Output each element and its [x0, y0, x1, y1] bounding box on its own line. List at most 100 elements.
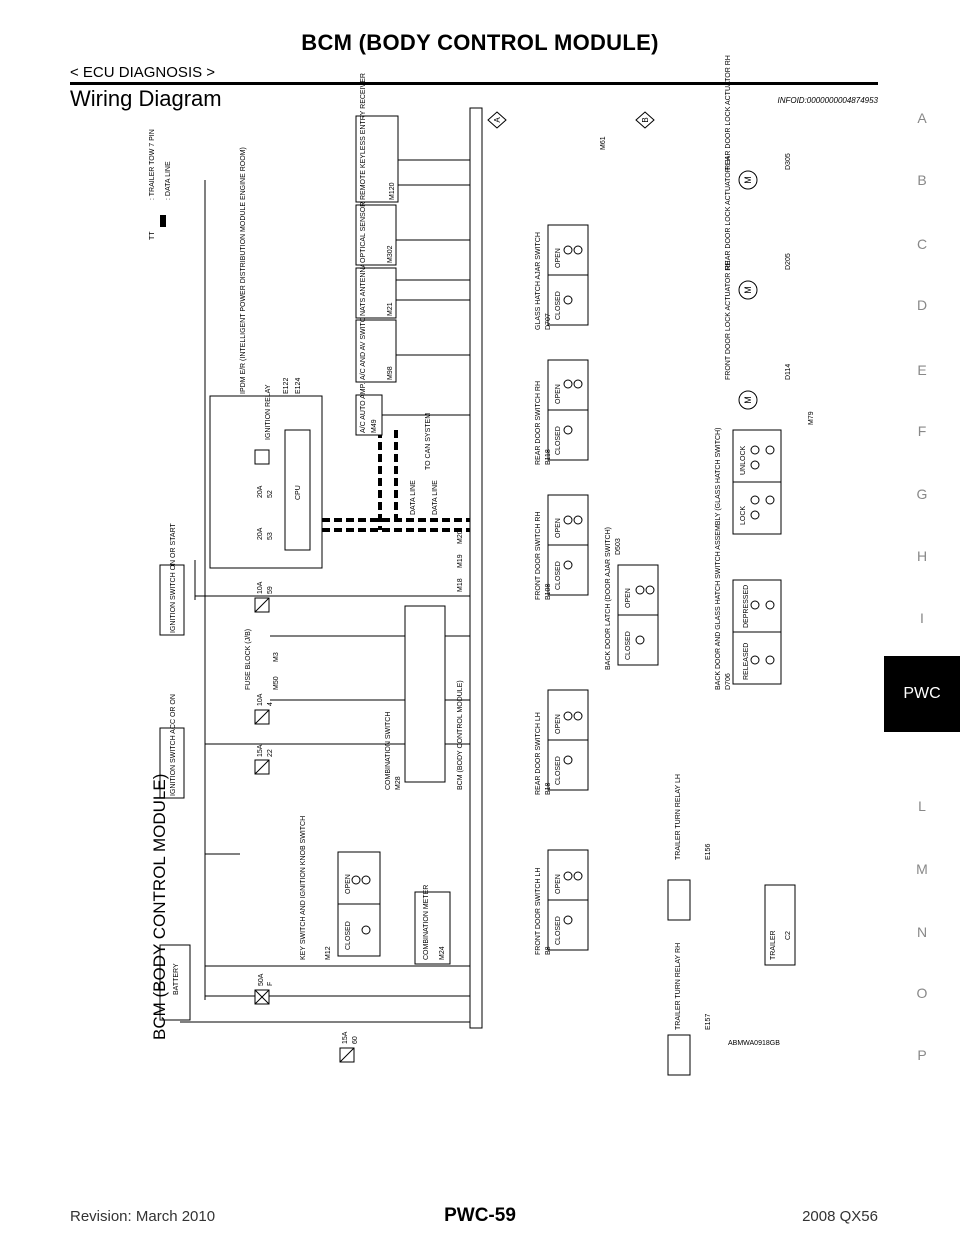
key-switch-conn: M12 [325, 946, 332, 960]
svg-text:CLOSED: CLOSED [555, 756, 562, 785]
side-letter-e: E [917, 362, 927, 378]
fuse-10a-4-id: 4 [267, 702, 274, 706]
back-door-glass-hatch-assembly: BACK DOOR AND GLASS HATCH SWITCH ASSEMBL… [715, 428, 782, 690]
svg-text:TRAILER: TRAILER [770, 930, 777, 960]
svg-text:REAR DOOR SWITCH RH: REAR DOOR SWITCH RH [535, 381, 542, 465]
svg-text:OPEN: OPEN [555, 874, 562, 894]
svg-text:RELEASED: RELEASED [743, 643, 750, 680]
svg-text:CLOSED: CLOSED [555, 291, 562, 320]
svg-text:D205: D205 [785, 253, 792, 270]
combination-meter-label: COMBINATION METER [423, 885, 430, 960]
side-letter-m: M [916, 861, 928, 877]
ignition-acc-box [159, 727, 185, 799]
remote-keyless-conn: M120 [389, 182, 396, 200]
ignition-on-label: IGNITION SWITCH ON OR START [170, 522, 177, 633]
side-letter-h: H [916, 548, 928, 564]
rear-door-switch-lh: REAR DOOR SWITCH LH B18 CLOSED OPEN [535, 689, 589, 795]
glass-hatch-switch: GLASS HATCH AJAR SWITCH D707 CLOSED OPEN [535, 224, 589, 330]
svg-text:E156: E156 [705, 844, 712, 860]
marker-a: A [487, 111, 507, 129]
svg-text:D305: D305 [785, 153, 792, 170]
info-id: INFOID:0000000004874953 [777, 96, 878, 105]
trailer-turn-relay-rh: TRAILER TURN RELAY RH E157 [667, 943, 712, 1076]
svg-text:B: B [641, 117, 650, 122]
optical-sensor-label: OPTICAL SENSOR [360, 202, 367, 263]
rear-door-switch-rh: REAR DOOR SWITCH RH B118 CLOSED OPEN [535, 359, 589, 465]
svg-text:REAR DOOR LOCK ACTUATOR RH: REAR DOOR LOCK ACTUATOR RH [725, 55, 732, 170]
svg-text:TRAILER TURN RELAY RH: TRAILER TURN RELAY RH [675, 943, 682, 1030]
fuse-10a-59-label: 10A [257, 581, 264, 594]
svg-text:B8: B8 [545, 946, 552, 955]
ipdm-cpu [284, 429, 311, 551]
svg-text:GLASS HATCH AJAR SWITCH: GLASS HATCH AJAR SWITCH [535, 232, 542, 330]
fuse-10a-59-id: 59 [267, 586, 274, 594]
svg-text:B18: B18 [545, 782, 552, 795]
trailer-connector: TRAILER C2 [764, 884, 796, 966]
ipdm-fuse-b-id: 52 [267, 490, 274, 498]
page-header-title: BCM (BODY CONTROL MODULE) [301, 30, 659, 55]
diagram-title: BCM (BODY CONTROL MODULE) [150, 774, 169, 1040]
front-door-switch-lh: FRONT DOOR SWITCH LH B8 CLOSED OPEN [535, 849, 589, 955]
svg-text:BACK DOOR AND GLASS HATCH SWIT: BACK DOOR AND GLASS HATCH SWITCH ASSEMBL… [715, 428, 722, 690]
rear-door-lock-actuator-lh: M REAR DOOR LOCK ACTUATOR LH D205 [725, 156, 792, 300]
ac-av-switch-box [355, 319, 397, 383]
fuse-50a-id: F [267, 982, 274, 986]
svg-text:D707: D707 [545, 313, 552, 330]
svg-text:LOCK: LOCK [740, 506, 747, 525]
fuse-10a-4-label: 10A [257, 693, 264, 706]
battery-box [159, 944, 191, 1021]
ipdm-fuse-a: 20A [257, 527, 264, 540]
ground-m79: M79 [808, 411, 815, 425]
svg-text:CLOSED: CLOSED [625, 631, 632, 660]
bcm-conn-m18: M18 [457, 578, 464, 592]
svg-text:FRONT DOOR LOCK ACTUATOR RH: FRONT DOOR LOCK ACTUATOR RH [725, 261, 732, 380]
side-letter-o: O [916, 985, 928, 1001]
back-door-latch: BACK DOOR LATCH (DOOR AJAR SWITCH) D503 … [605, 527, 659, 670]
bcm-body [469, 107, 483, 1029]
side-index: A B C D E F G H I J PWC L M N O P [884, 0, 960, 1242]
svg-text:M: M [743, 286, 753, 294]
side-tab-pwc[interactable]: PWC [884, 656, 960, 732]
ac-auto-amp-conn: M49 [371, 419, 378, 433]
svg-text:REAR DOOR LOCK ACTUATOR LH: REAR DOOR LOCK ACTUATOR LH [725, 156, 732, 270]
footer-page-number: PWC-59 [444, 1205, 516, 1226]
side-letter-a: A [917, 110, 927, 126]
svg-text:B118: B118 [545, 449, 552, 465]
ground-m61: M61 [600, 136, 607, 150]
wiring-diagram: A B BATTERY 50A F 15A 60 15A 22 10A 4 10… [149, 55, 815, 1076]
ac-av-switch-label: A/C AND AV SWITCH ASSEMBLY [360, 273, 367, 380]
footer-model: 2008 QX56 [802, 1208, 878, 1225]
svg-text:REAR DOOR SWITCH LH: REAR DOOR SWITCH LH [535, 712, 542, 795]
ac-auto-amp-label: A/C AUTO AMP. [360, 383, 367, 433]
side-letter-d: D [916, 297, 928, 313]
optical-sensor-conn: M302 [387, 245, 394, 263]
nats-box [355, 267, 397, 319]
lock-unlock-switch: LOCK UNLOCK [732, 429, 782, 535]
bcm-conn-m19: M19 [457, 554, 464, 568]
fuse-block-conn-m50: M50 [273, 676, 280, 690]
front-door-switch-rh: FRONT DOOR SWITCH RH B108 CLOSED OPEN [535, 494, 589, 600]
side-letter-p: P [917, 1047, 927, 1063]
side-letter-g: G [916, 486, 928, 502]
svg-text:OPEN: OPEN [555, 714, 562, 734]
data-line-label-1: DATA LINE [410, 480, 417, 515]
svg-text:BACK DOOR LATCH (DOOR AJAR SWI: BACK DOOR LATCH (DOOR AJAR SWITCH) [605, 527, 612, 670]
page-header-subtitle: < ECU DIAGNOSIS > [70, 64, 216, 81]
fuse-50a-label: 50A [258, 973, 265, 986]
fuse-block-conn-m3: M3 [273, 652, 280, 662]
svg-text:M: M [743, 176, 753, 184]
rear-door-lock-actuator-rh: M REAR DOOR LOCK ACTUATOR RH D305 [725, 55, 792, 190]
side-letter-f: F [917, 423, 927, 439]
svg-text:OPEN: OPEN [555, 384, 562, 404]
svg-text:CLOSED: CLOSED [555, 916, 562, 945]
remote-keyless-box [355, 115, 399, 203]
svg-text:CLOSED: CLOSED [555, 561, 562, 590]
figure-code: ABMWA0918GB [728, 1040, 780, 1047]
key-switch-open: OPEN [345, 874, 352, 894]
fuse-15a-22-id: 22 [267, 749, 274, 757]
battery-label: BATTERY [173, 963, 180, 995]
combination-meter-box [414, 891, 451, 965]
combination-switch-label: COMBINATION SWITCH [385, 712, 392, 790]
svg-text:A: A [493, 117, 502, 123]
bcm-label: BCM (BODY CONTROL MODULE) [457, 680, 464, 790]
